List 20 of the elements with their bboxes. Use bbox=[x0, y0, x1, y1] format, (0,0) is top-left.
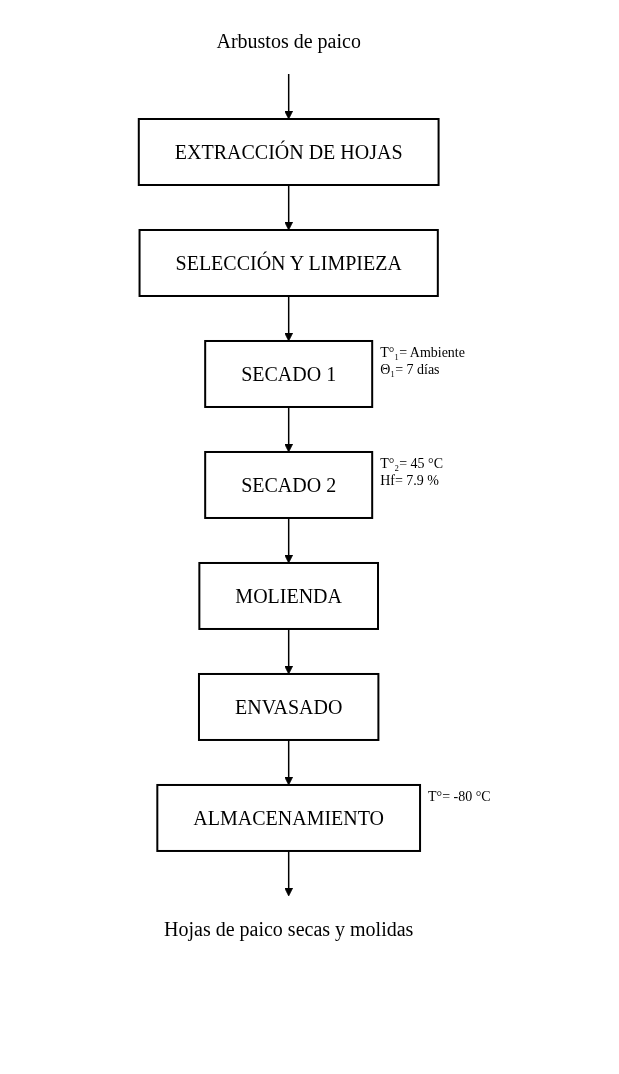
node-box: MOLIENDA bbox=[198, 562, 380, 630]
annotation-text: T°₁= Ambiente Θ₁= 7 días bbox=[380, 345, 466, 377]
annotation-text: T°= -80 °C bbox=[428, 788, 491, 804]
arrow bbox=[284, 739, 294, 786]
node-box: SECADO 2 bbox=[204, 451, 374, 519]
arrow bbox=[284, 295, 294, 342]
annotation-text: T°₂= 45 °C Hf= 7.9 % bbox=[380, 456, 444, 488]
arrow bbox=[284, 628, 294, 675]
arrow bbox=[284, 517, 294, 564]
node-text: Arbustos de paico bbox=[216, 30, 362, 52]
arrow bbox=[284, 73, 294, 120]
node-box: SECADO 1 bbox=[204, 340, 374, 408]
arrow bbox=[284, 184, 294, 231]
node-box: ALMACENAMIENTO bbox=[156, 783, 422, 852]
arrow bbox=[284, 406, 294, 453]
node-text: Hojas de paico secas y molidas bbox=[164, 917, 414, 940]
node-box: EXTRACCIÓN DE HOJAS bbox=[137, 118, 440, 186]
node-box: SELECCIÓN Y LIMPIEZA bbox=[138, 229, 439, 297]
arrow bbox=[284, 850, 294, 897]
node-box: ENVASADO bbox=[198, 673, 380, 741]
